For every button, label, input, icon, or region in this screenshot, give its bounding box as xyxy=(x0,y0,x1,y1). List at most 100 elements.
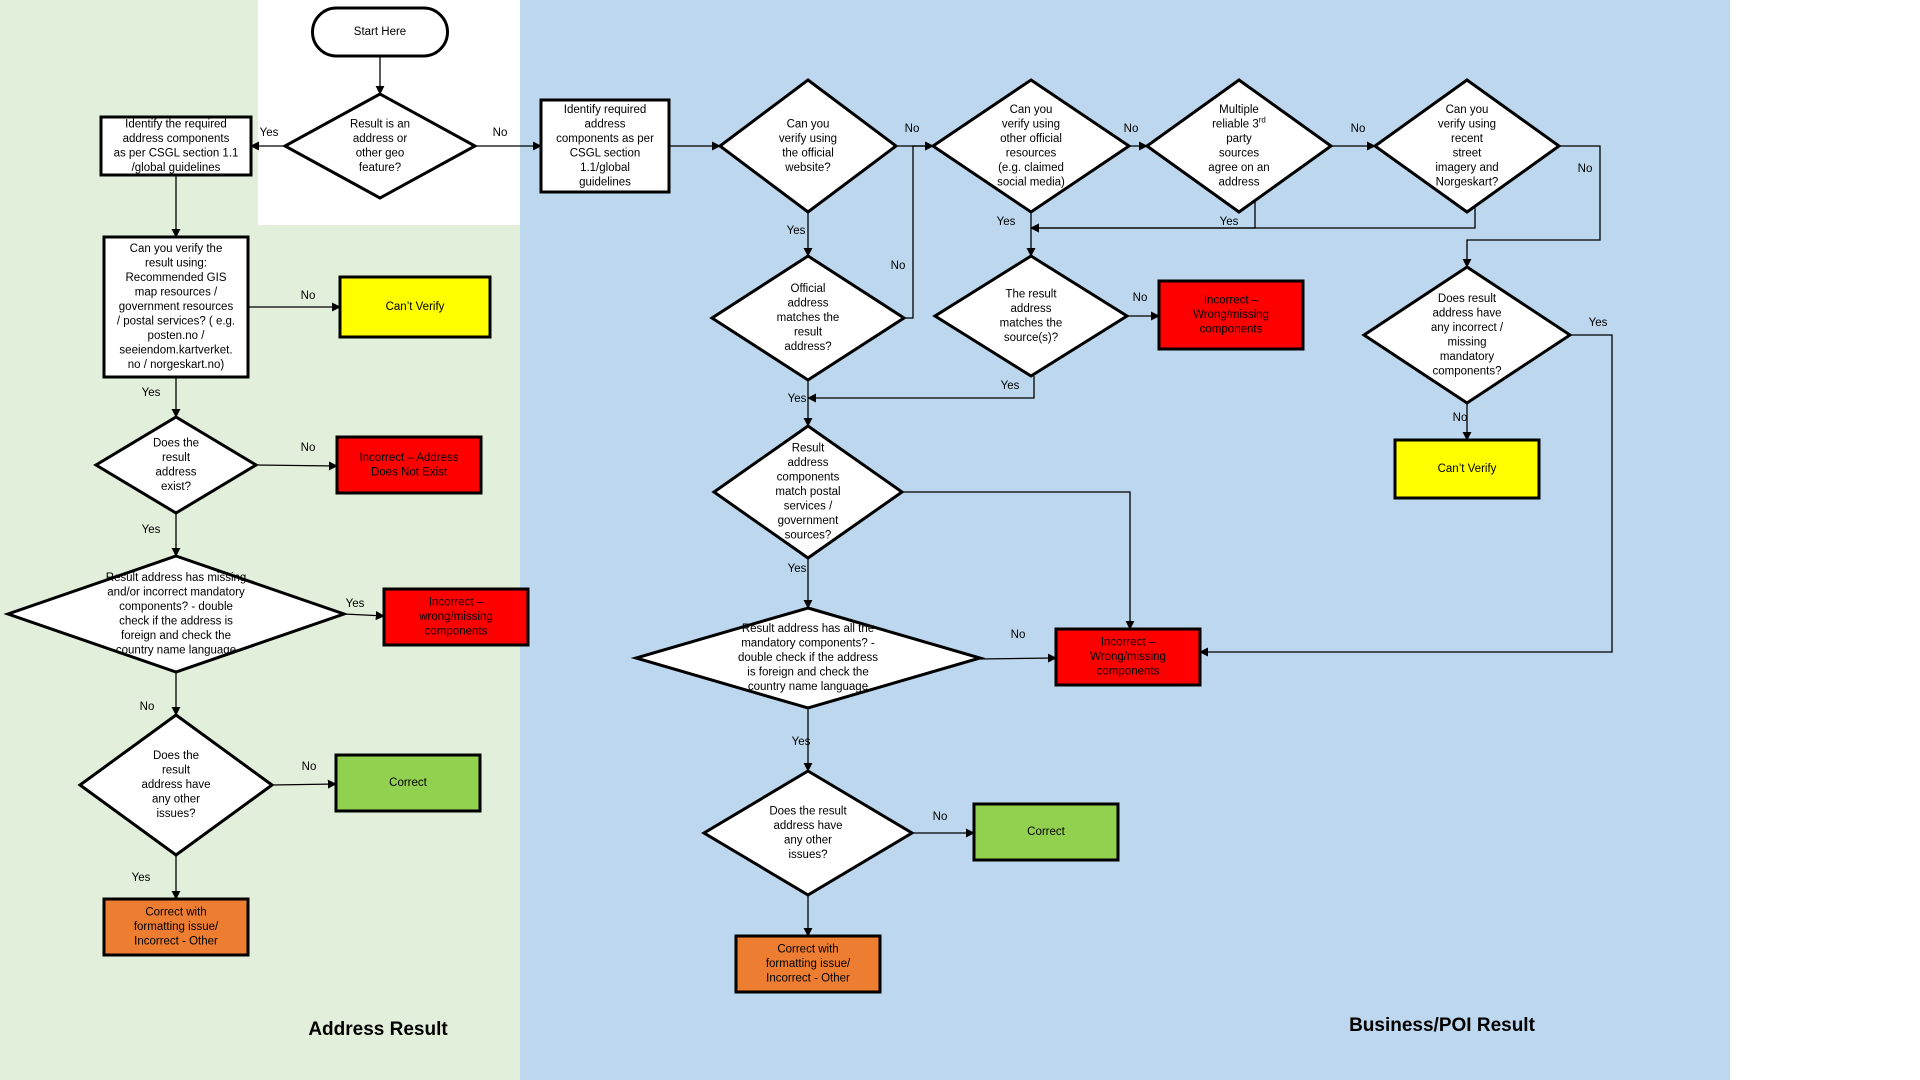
edge-label-e29: Yes xyxy=(788,563,807,575)
node-text-line: Identify the required xyxy=(125,118,227,130)
node-a_cant: Can’t Verify xyxy=(338,275,492,339)
node-text-line: address xyxy=(585,118,626,130)
node-text-line: any other xyxy=(784,834,832,846)
node-text-line: 1.1/global xyxy=(580,162,630,174)
node-text-line: address xyxy=(788,457,829,469)
node-text-line: website? xyxy=(784,162,830,174)
process-shape xyxy=(972,802,1120,862)
node-text-line: address xyxy=(1011,303,1052,315)
node-text-line: check if the address is xyxy=(119,615,233,627)
decision-shape xyxy=(701,769,915,897)
node-text-line: Can’t Verify xyxy=(1438,463,1497,475)
node-text-line: matches the xyxy=(777,312,840,324)
node-text-line: Does the result xyxy=(769,805,847,817)
decision-shape xyxy=(717,78,899,214)
node-text-line: Does the xyxy=(153,437,199,449)
node-text-line: match postal xyxy=(775,486,840,498)
node-text-line: /global guidelines xyxy=(132,162,221,174)
node-text-line: sources? xyxy=(785,530,832,542)
node-text-line: Can you xyxy=(1010,104,1053,116)
node-text-line: address? xyxy=(784,341,831,353)
node-text-line: Correct xyxy=(1027,826,1066,838)
edge-label-e22: No xyxy=(1578,163,1593,175)
node-text-line: Result address has missing xyxy=(106,572,247,584)
process-shape xyxy=(335,435,483,495)
node-text-line: result xyxy=(162,765,191,777)
node-text-line: government xyxy=(778,515,840,527)
node-text-line: components xyxy=(777,472,840,484)
node-text-line: result xyxy=(162,452,191,464)
edge-label-e30: No xyxy=(1011,629,1026,641)
node-text-line: posten.no / xyxy=(148,330,206,342)
edge-label-e25: Yes xyxy=(788,393,807,405)
edge-label-e14: No xyxy=(905,123,920,135)
edge-b_street-to-b_hasinc xyxy=(1462,145,1601,268)
edge-label-e2: Yes xyxy=(260,127,279,139)
node-text-line: Result address has all the xyxy=(742,623,874,635)
node-text-line: Correct xyxy=(389,777,428,789)
node-text-line: party xyxy=(1226,133,1252,145)
process-shape xyxy=(338,275,492,339)
node-text-line: mandatory xyxy=(1440,351,1495,363)
node-text-line: Incorrect – xyxy=(1204,295,1259,307)
node-text-line: Does result xyxy=(1438,293,1497,305)
decision-shape xyxy=(1361,265,1573,405)
node-b_correct: Correct xyxy=(972,802,1120,862)
node-text-line: is foreign and check the xyxy=(747,667,868,679)
node-text-line: map resources / xyxy=(135,287,218,299)
node-text-line: address xyxy=(788,298,829,310)
edge-a_exist-to-a_notexist xyxy=(255,461,338,471)
node-start: Start Here xyxy=(311,6,449,58)
region-address xyxy=(0,0,590,1080)
region-label-address: Address Result xyxy=(308,1019,448,1040)
node-text-line: Incorrect - Other xyxy=(134,936,218,948)
node-text-line: any incorrect / xyxy=(1431,322,1504,334)
region-label-business: Business/POI Result xyxy=(1349,1015,1536,1036)
node-text-line: reliable 3rd xyxy=(1212,115,1266,130)
edge-label-e10: No xyxy=(140,701,155,713)
decision-shape xyxy=(3,554,349,674)
edge-label-e6: Yes xyxy=(142,387,161,399)
process-shape xyxy=(99,115,253,177)
node-b_cant: Can’t Verify xyxy=(1393,438,1541,500)
node-text-line: social media) xyxy=(997,176,1065,188)
process-shape xyxy=(334,753,482,813)
node-text-line: formatting issue/ xyxy=(134,921,219,933)
process-shape xyxy=(102,235,250,379)
node-text-line: / postal services? ( e.g. xyxy=(117,316,235,328)
edge-label-e16: No xyxy=(891,260,906,272)
node-text-line: verify using xyxy=(1438,118,1496,130)
decision-shape xyxy=(630,606,986,710)
node-text-line: components xyxy=(1200,324,1263,336)
node-text-line: components xyxy=(1097,666,1160,678)
edge-label-e18: Yes xyxy=(997,216,1016,228)
node-text-line: matches the xyxy=(1000,317,1063,329)
edge-label-e11: No xyxy=(302,761,317,773)
node-text-line: agree on an xyxy=(1208,162,1269,174)
decision-shape xyxy=(77,713,275,857)
node-text-line: Result is an xyxy=(350,118,410,130)
node-text-line: as per CSGL section 1.1 xyxy=(114,147,239,159)
node-text-line: address or xyxy=(353,133,408,145)
edge-label-e27: Yes xyxy=(1589,317,1608,329)
node-text-line: Recommended GIS xyxy=(126,272,227,284)
process-shape xyxy=(1054,627,1202,687)
node-text-line: Incorrect – xyxy=(1101,637,1156,649)
node-text-line: Official xyxy=(791,283,826,295)
decision-shape xyxy=(711,424,905,560)
